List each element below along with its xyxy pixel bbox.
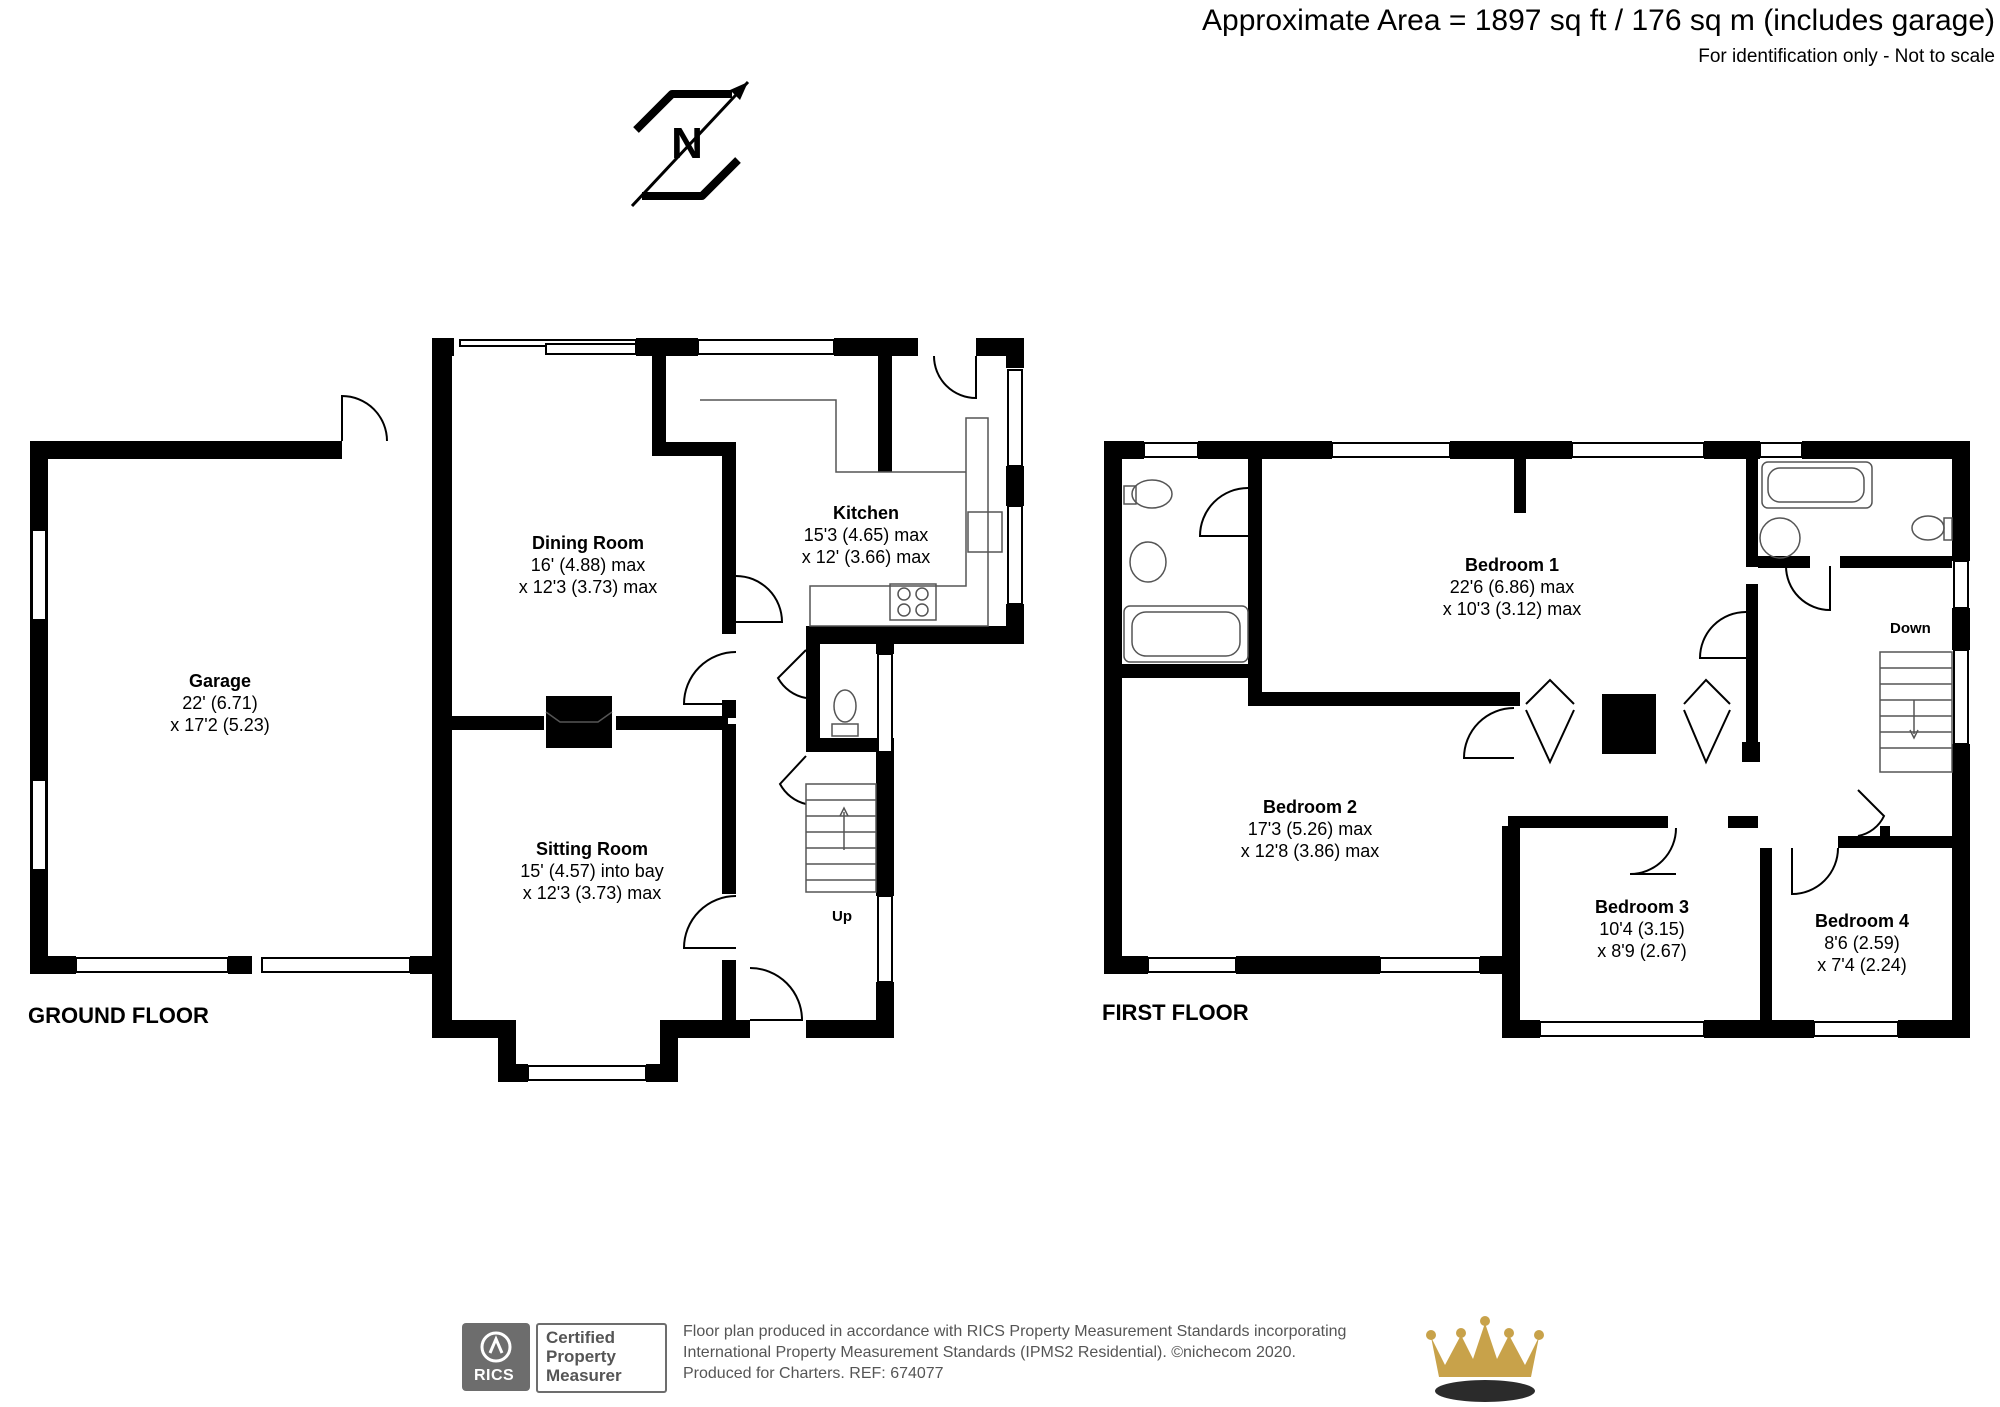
room-dim-1: 10'4 (3.15): [1599, 919, 1685, 939]
room-name: Sitting Room: [536, 839, 648, 859]
stairs-down-label: Down: [1890, 620, 1931, 637]
stairs-up-label: Up: [832, 908, 852, 925]
garage-wall-bottom-m: [228, 956, 252, 974]
room-bedroom-4: Bedroom 4 8'6 (2.59) x 7'4 (2.24): [1815, 910, 1909, 976]
certified-measurer-box: Certified Property Measurer: [536, 1323, 667, 1393]
room-name: Dining Room: [532, 533, 644, 553]
ground-floor-walls: [30, 338, 1024, 1082]
hall-stub: [736, 1020, 750, 1038]
cert-line-3: Measurer: [546, 1366, 622, 1385]
room-bedroom-2: Bedroom 2 17'3 (5.26) max x 12'8 (3.86) …: [1241, 796, 1380, 862]
garage-wall-top: [30, 441, 342, 459]
house-wall-left: [432, 338, 452, 1038]
house-wall-top-r: [834, 338, 918, 356]
footer-line-2: International Property Measurement Stand…: [683, 1344, 1296, 1361]
room-dim-1: 8'6 (2.59): [1824, 933, 1900, 953]
garage-wall-bottom-r: [410, 956, 432, 974]
kitchen-wall-bottom: [806, 626, 1024, 644]
bay-left2: [498, 1064, 528, 1082]
bathroom-fixtures: [1123, 461, 1953, 773]
room-name: Garage: [188, 671, 252, 691]
garage-wall-left: [30, 441, 48, 974]
rics-text: RICS: [474, 1367, 515, 1384]
first-floor-windows: [1143, 442, 1969, 1037]
room-name: Bedroom 3: [1594, 897, 1690, 917]
room-dim-2: x 8'9 (2.67): [1597, 941, 1687, 961]
house-wall-top-l: [432, 338, 454, 356]
room-dim-2: x 12'8 (3.86) max: [1240, 841, 1380, 861]
kitchen-inner-wall3: [878, 356, 892, 472]
room-dim-2: x 17'2 (5.23): [170, 715, 270, 735]
first-floor-walls: [1104, 441, 1970, 1038]
cert-line-2: Property: [546, 1347, 616, 1366]
footer-disclaimer: Floor plan produced in accordance with R…: [683, 1321, 1346, 1384]
room-sitting: Sitting Room 15' (4.57) into bay x 12'3 …: [520, 838, 664, 904]
ground-floor-label: GROUND FLOOR: [28, 1003, 209, 1028]
room-name: Bedroom 2: [1262, 797, 1358, 817]
room-name: Bedroom 1: [1464, 555, 1560, 575]
room-dim-1: 16' (4.88) max: [530, 555, 646, 575]
room-dining: Dining Room 16' (4.88) max x 12'3 (3.73)…: [519, 532, 658, 598]
kitchen-fixtures: [545, 399, 1003, 893]
house-wall-bottom-r: [660, 1020, 736, 1038]
rics-certified-badge: RICS Certified Property Measurer: [462, 1323, 667, 1393]
compass-letter: N: [671, 119, 703, 168]
kitchen-wall-right2: [1006, 466, 1024, 506]
certified-text: Certified Property Measurer: [546, 1328, 622, 1385]
hall-wall-right: [876, 752, 894, 896]
footer-line-3: Produced for Charters. REF: 674077: [683, 1365, 944, 1382]
first-floor-doors-fixtures: [1198, 487, 1886, 896]
north-compass-icon: N: [630, 80, 750, 208]
room-dim-1: 15'3 (4.65) max: [803, 525, 929, 545]
room-garage: Garage 22' (6.71) x 17'2 (5.23): [170, 670, 270, 736]
room-dim-2: x 10'3 (3.12) max: [1442, 599, 1582, 619]
identification-note: For identification only - Not to scale: [1698, 46, 1995, 67]
room-dim-2: x 12'3 (3.73) max: [518, 577, 658, 597]
room-name: Kitchen: [832, 503, 899, 523]
rics-logo: RICS: [462, 1323, 530, 1391]
hall-wall-right-top: [876, 644, 894, 654]
hall-wall-bottom: [806, 1020, 894, 1038]
house-wall-top-m: [636, 338, 698, 356]
dining-sitting-wall-l: [452, 716, 544, 730]
bay-right2: [646, 1064, 678, 1082]
kitchen-inner-wall: [652, 356, 666, 452]
room-kitchen: Kitchen 15'3 (4.65) max x 12' (3.66) max: [802, 502, 931, 568]
wc-wall-left: [806, 640, 820, 752]
room-bedroom-1: Bedroom 1 22'6 (6.86) max x 10'3 (3.12) …: [1443, 554, 1582, 620]
approximate-area: Approximate Area = 1897 sq ft / 176 sq m…: [1202, 4, 1995, 37]
garage-wall-bottom-l: [30, 956, 76, 974]
room-dim-2: x 12' (3.66) max: [801, 547, 931, 567]
room-name: Bedroom 4: [1814, 911, 1910, 931]
room-dim-1: 15' (4.57) into bay: [520, 861, 664, 881]
kitchen-wall-right: [1006, 338, 1024, 368]
ground-floor-doors: [341, 355, 977, 1021]
house-wall-bottom-l: [432, 1020, 516, 1038]
first-floor-label: FIRST FLOOR: [1102, 1000, 1249, 1025]
kitchen-inner-wall2: [652, 442, 736, 456]
footer-line-1: Floor plan produced in accordance with R…: [683, 1323, 1347, 1340]
room-dim-1: 22'6 (6.86) max: [1449, 577, 1575, 597]
sitting-right-wall2: [722, 960, 736, 1020]
sitting-right-wall: [722, 724, 736, 894]
room-bedroom-3: Bedroom 3 10'4 (3.15) x 8'9 (2.67): [1595, 896, 1689, 962]
rics-crest-icon: [480, 1331, 512, 1363]
cert-line-1: Certified: [546, 1328, 615, 1347]
room-dim-2: x 7'4 (2.24): [1817, 955, 1907, 975]
ground-floor-windows: [31, 339, 1023, 1081]
room-dim-2: x 12'3 (3.73) max: [522, 883, 662, 903]
charters-crown-logo: [1426, 1316, 1544, 1402]
hall-wall-dining: [722, 442, 736, 634]
room-dim-1: 22' (6.71): [182, 693, 258, 713]
room-dim-1: 17'3 (5.26) max: [1247, 819, 1373, 839]
hall-wall-mid: [722, 700, 736, 718]
dining-sitting-wall-r: [616, 716, 728, 730]
wc-wall-bottom: [806, 738, 894, 752]
